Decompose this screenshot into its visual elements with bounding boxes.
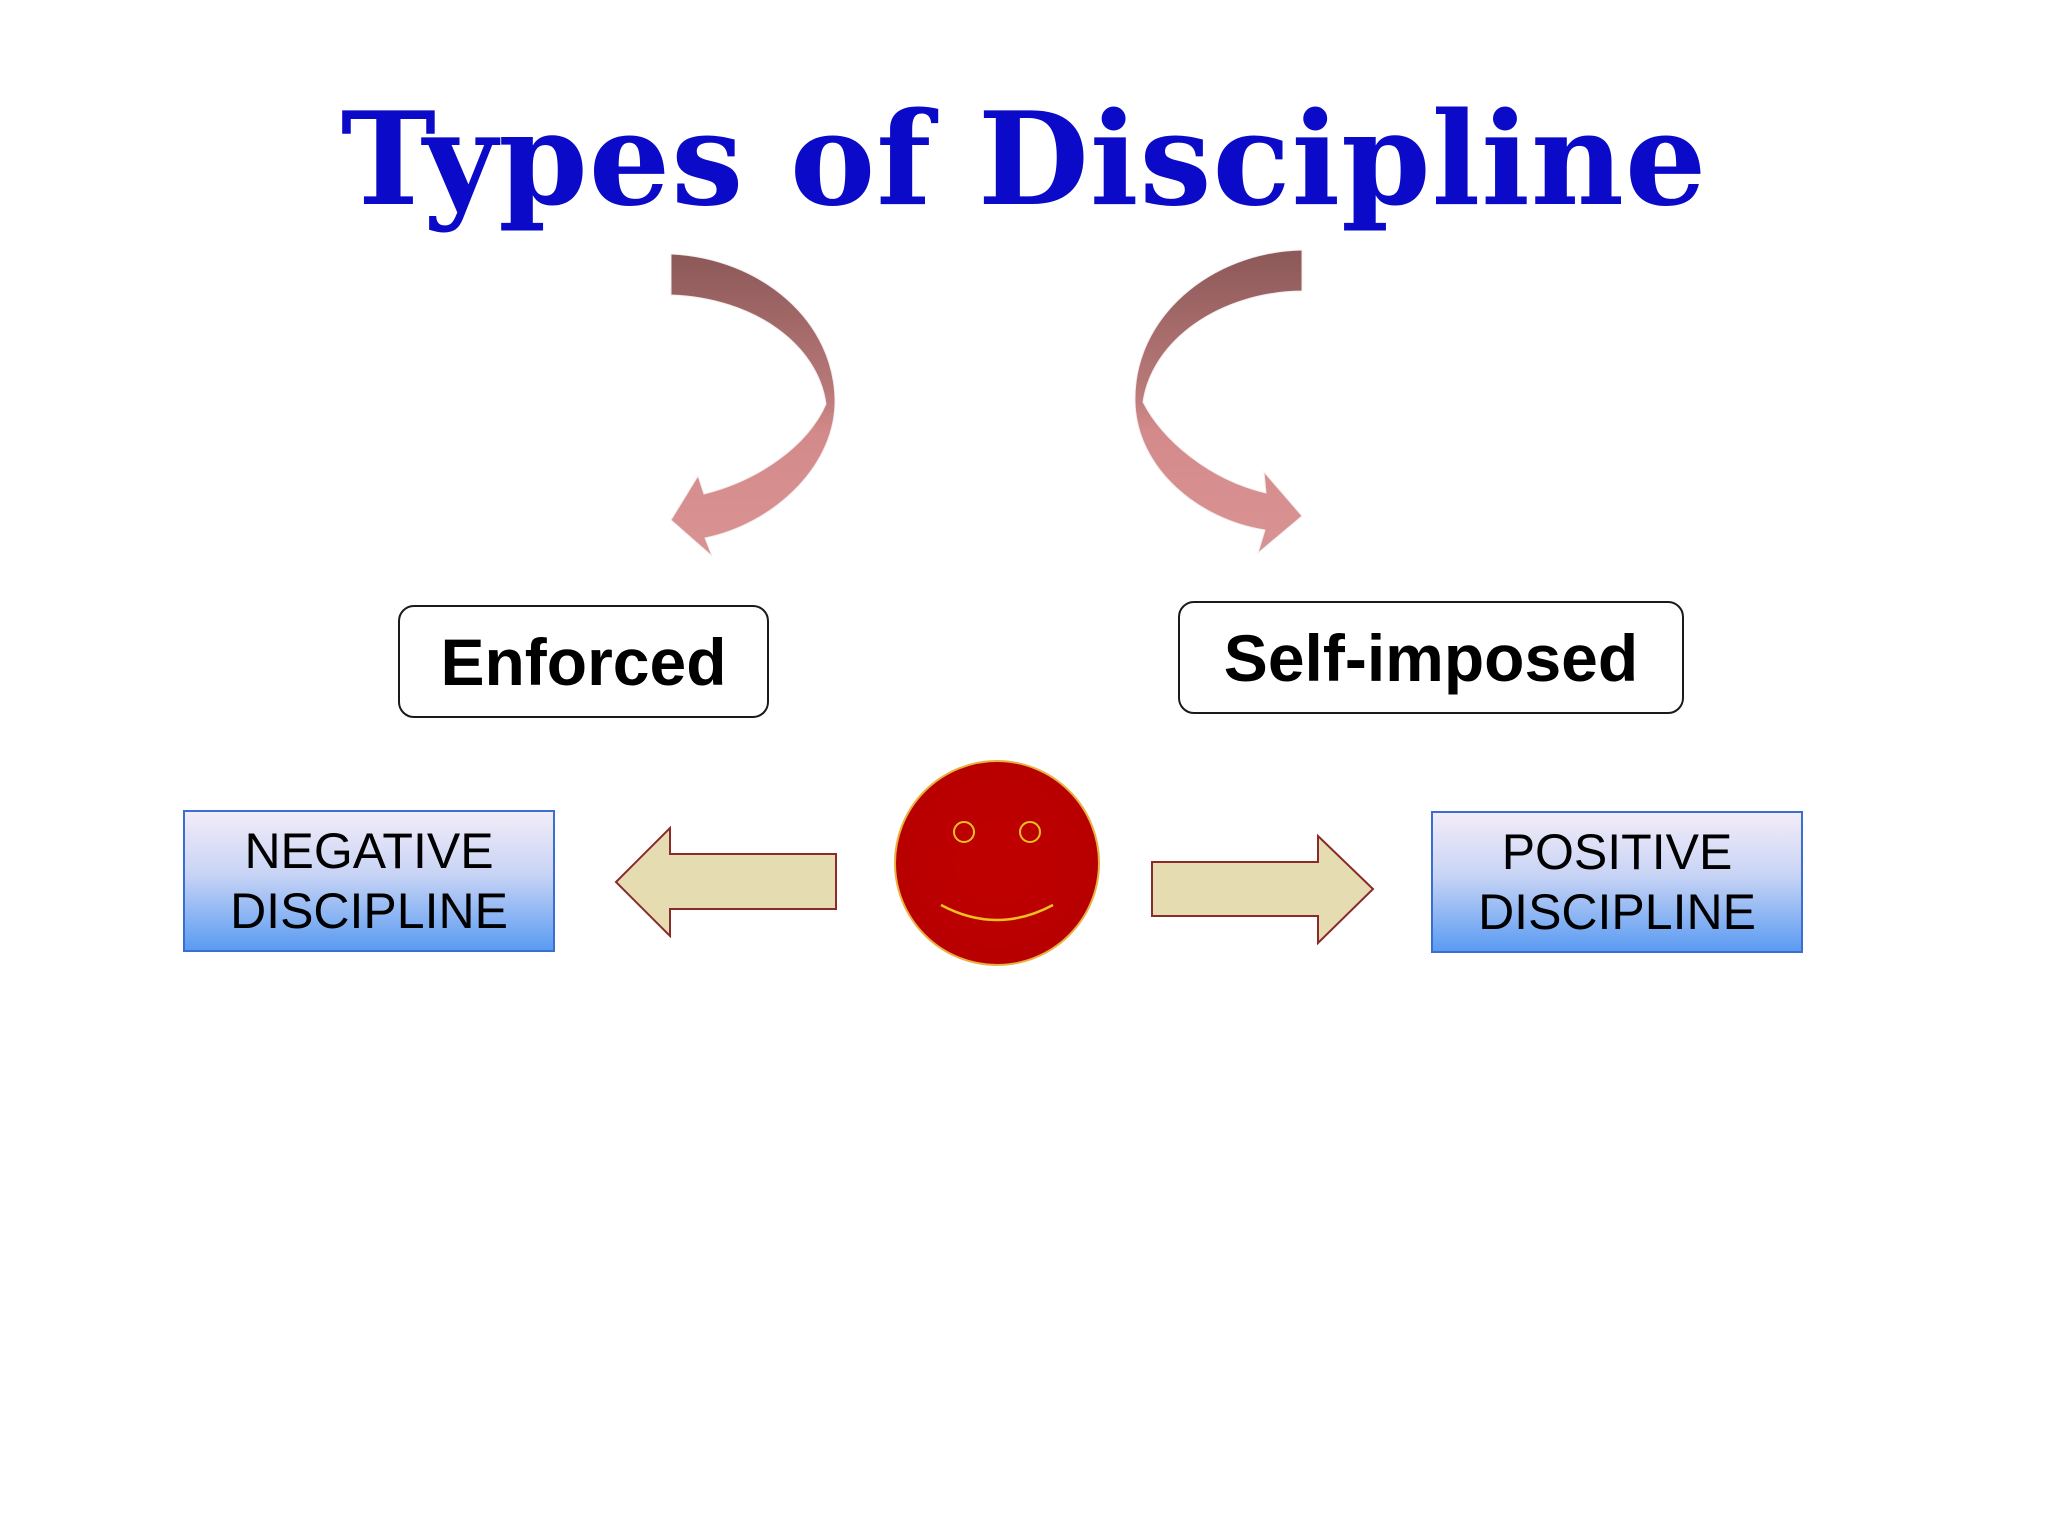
negative-discipline-box: NEGATIVE DISCIPLINE: [183, 810, 555, 952]
slide-title: Types of Discipline: [340, 85, 1708, 235]
left-eye-icon: [953, 821, 975, 843]
negative-discipline-line1: NEGATIVE: [244, 823, 494, 879]
self-imposed-label: Self-imposed: [1223, 620, 1639, 695]
positive-discipline-line2: DISCIPLINE: [1478, 884, 1756, 940]
curved-arrow-right-icon: [1134, 249, 1303, 555]
smiley-face-icon: [894, 760, 1100, 966]
self-imposed-box: Self-imposed: [1178, 601, 1684, 714]
negative-discipline-line2: DISCIPLINE: [230, 883, 508, 939]
smile-icon: [940, 903, 1054, 922]
block-arrow-right-icon: [1151, 833, 1375, 946]
curved-arrow-left-icon: [670, 253, 836, 557]
enforced-label: Enforced: [440, 624, 727, 699]
positive-discipline-box: POSITIVE DISCIPLINE: [1431, 811, 1803, 953]
positive-discipline-line1: POSITIVE: [1501, 824, 1733, 880]
block-arrow-left-icon: [614, 825, 837, 939]
right-eye-icon: [1019, 821, 1041, 843]
enforced-box: Enforced: [398, 605, 769, 718]
